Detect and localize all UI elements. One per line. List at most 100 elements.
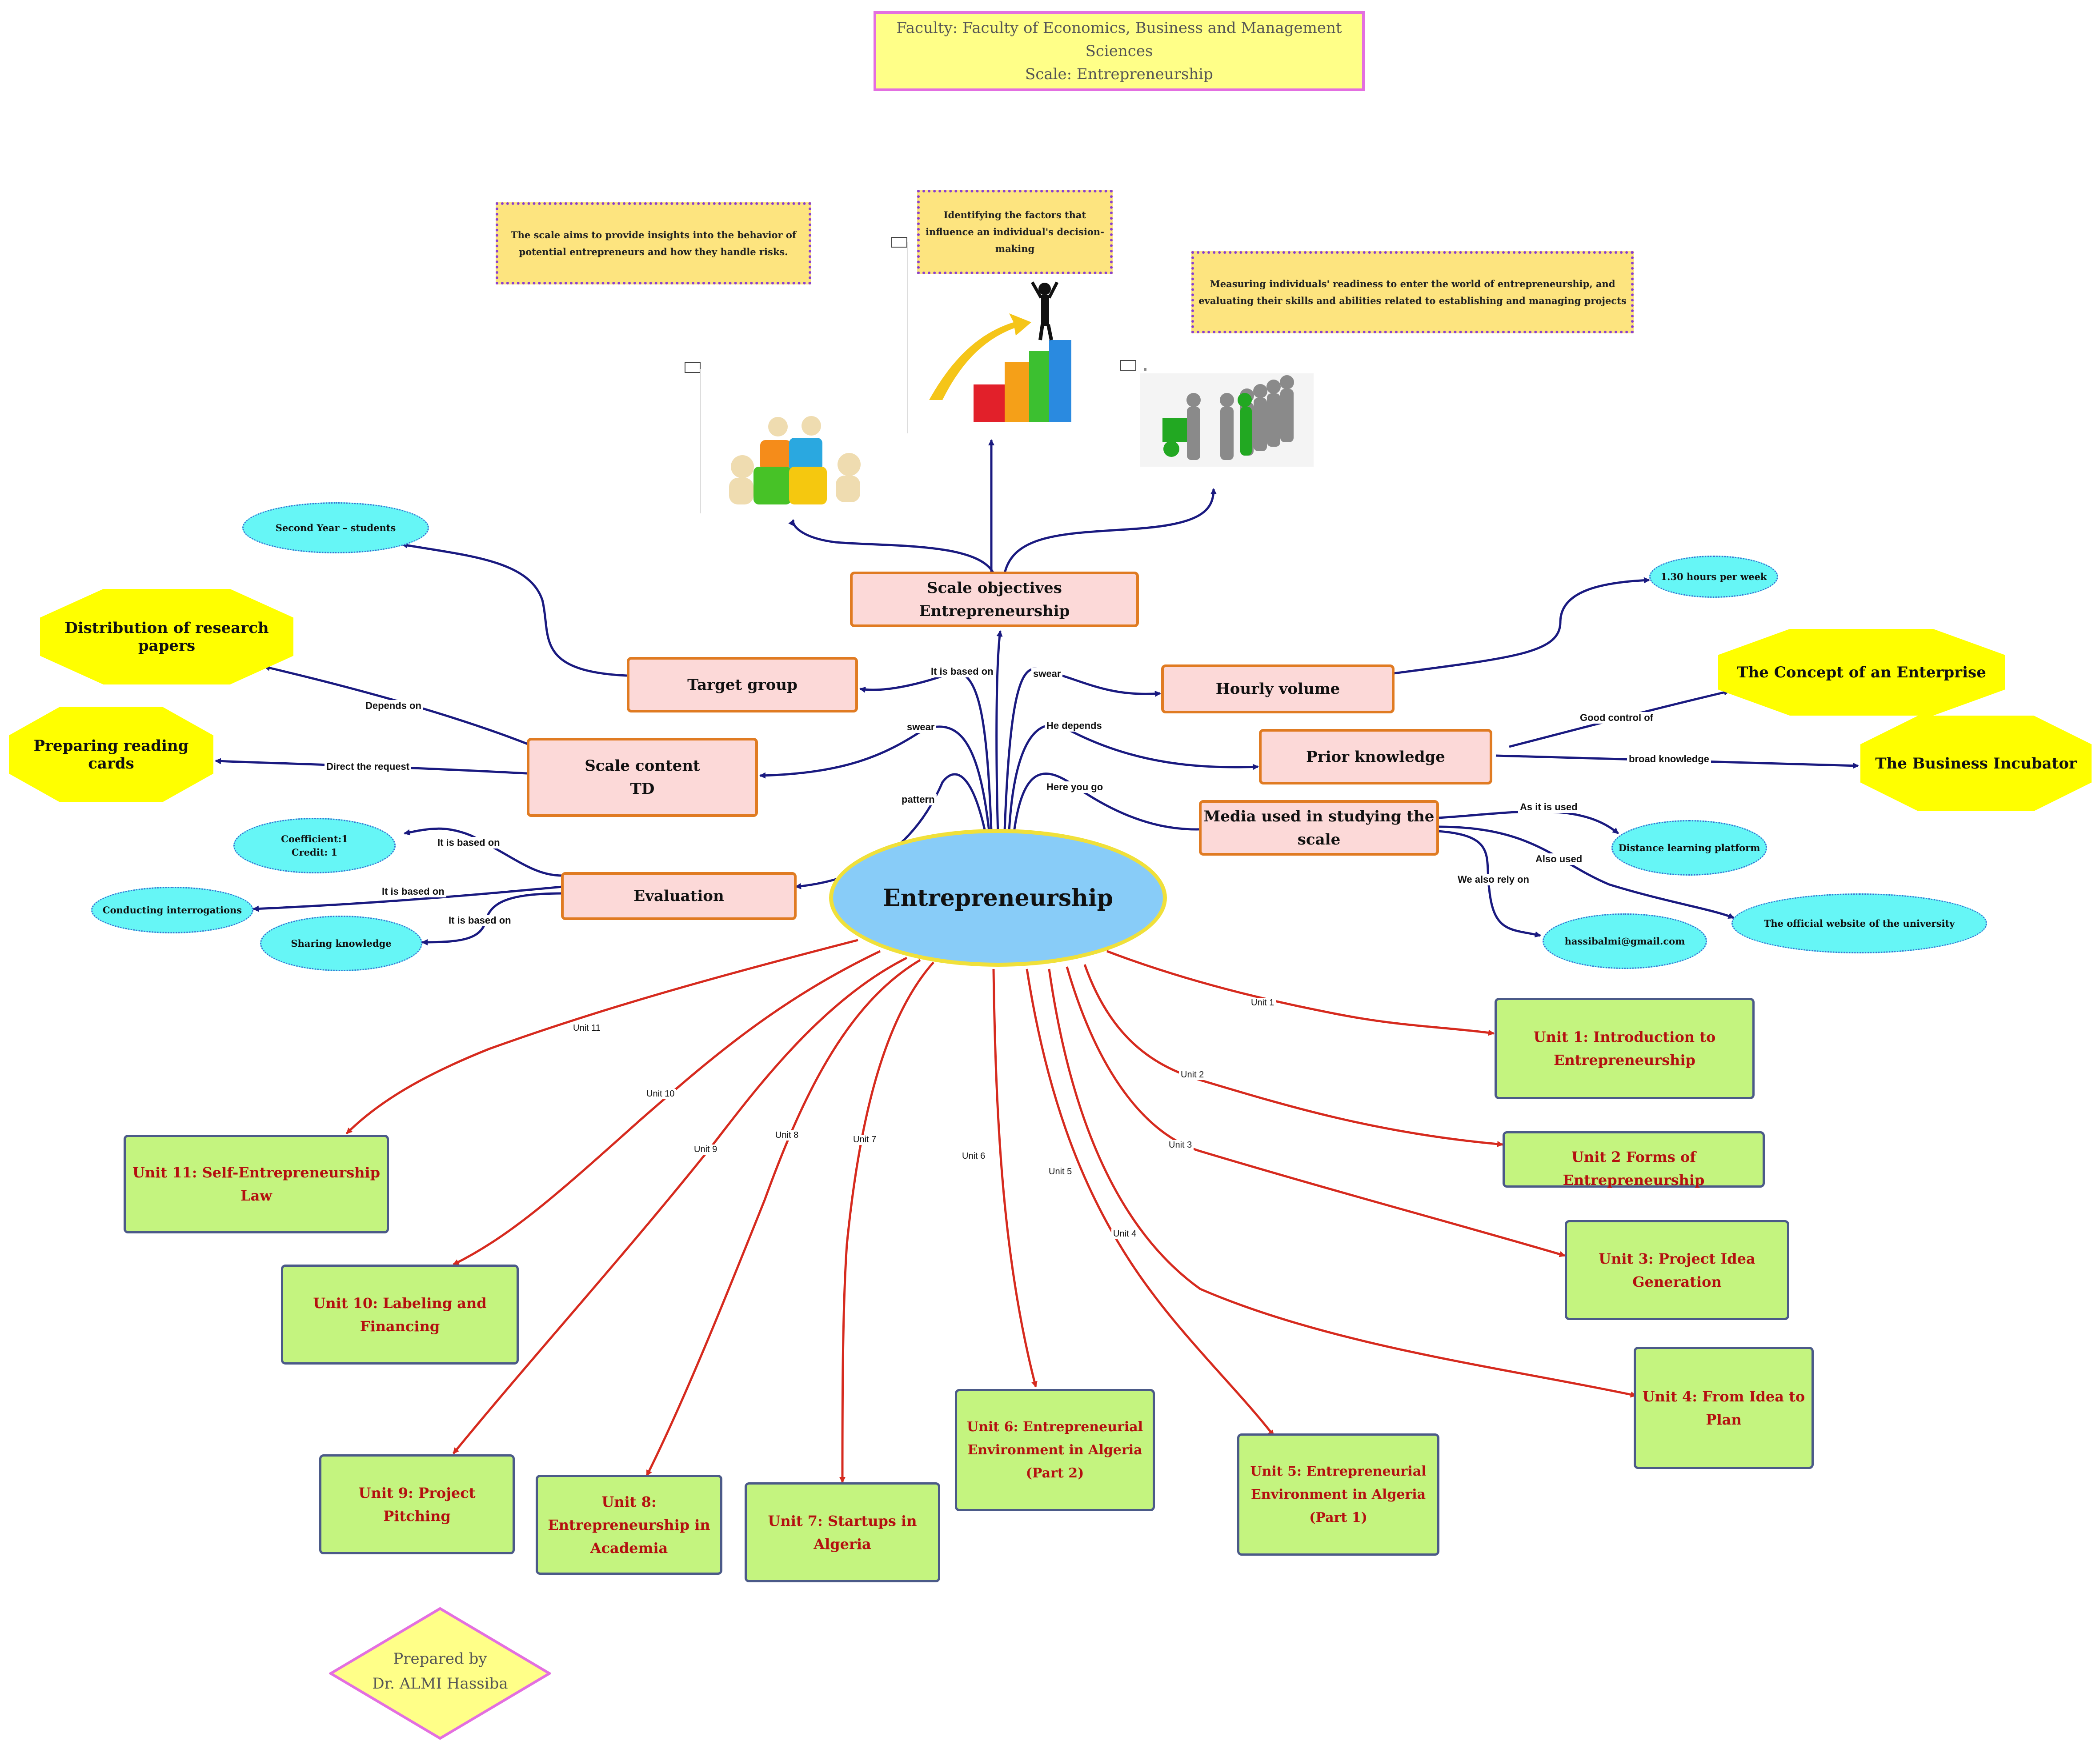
leaf-email-label: hassibalmi@gmail.com bbox=[1564, 935, 1685, 947]
note-readiness: Measuring individuals' readiness to ente… bbox=[1191, 251, 1634, 333]
leaf-reading-cards[interactable]: Preparing reading cards bbox=[9, 707, 213, 802]
image-placeholder-icon bbox=[685, 362, 701, 373]
note-aim: The scale aims to provide insights into … bbox=[496, 202, 811, 284]
branch-evaluation-label: Evaluation bbox=[633, 887, 724, 905]
leaf-distribution-label: Distribution of research papers bbox=[64, 619, 269, 655]
link-label-unit: Unit 4 bbox=[1111, 1229, 1138, 1239]
leaf-interrogations[interactable]: Conducting interrogations bbox=[91, 887, 253, 933]
unit-9-label: Unit 9: Project Pitching bbox=[358, 1484, 476, 1525]
unit-10-box[interactable]: Unit 10: Labeling and Financing bbox=[281, 1265, 519, 1365]
branch-media[interactable]: Media used in studying the scale bbox=[1199, 800, 1439, 856]
link-unit10 bbox=[453, 950, 881, 1266]
leaf-business-incubator-label: The Business Incubator bbox=[1875, 754, 2077, 772]
leaf-distribution[interactable]: Distribution of research papers bbox=[40, 589, 293, 684]
leaf-coefficient-credit[interactable]: Coefficient:1 Credit: 1 bbox=[233, 818, 396, 873]
unit-1-box[interactable]: Unit 1: Introduction to Entrepreneurship bbox=[1495, 998, 1755, 1099]
branch-objectives-label: Scale objectives Entrepreneurship bbox=[919, 579, 1070, 620]
prepared-by-diamond bbox=[329, 1607, 551, 1740]
divider bbox=[907, 242, 908, 433]
leaf-distance-platform[interactable]: Distance learning platform bbox=[1611, 820, 1767, 876]
growth-chart-icon bbox=[929, 281, 1071, 422]
unit-4-box[interactable]: Unit 4: From Idea to Plan bbox=[1634, 1347, 1814, 1469]
link-label: He depends bbox=[1045, 720, 1104, 732]
image-placeholder-icon bbox=[891, 237, 907, 248]
link-unit8 bbox=[645, 959, 921, 1477]
author-name: Dr. ALMI Hassiba bbox=[372, 1675, 508, 1693]
unit-2-box[interactable]: Unit 2 Forms of Entrepreneurship bbox=[1503, 1131, 1765, 1189]
branch-scale-content-label: Scale content bbox=[585, 757, 700, 775]
leaf-credit-label: Credit: 1 bbox=[291, 846, 338, 858]
link-label-unit: Unit 7 bbox=[851, 1135, 878, 1145]
branch-scale-content[interactable]: Scale content TD bbox=[527, 738, 758, 817]
link-label: Direct the request bbox=[325, 761, 412, 772]
branch-objectives[interactable]: Scale objectives Entrepreneurship bbox=[850, 572, 1139, 627]
unit-9-box[interactable]: Unit 9: Project Pitching bbox=[319, 1454, 515, 1554]
prepared-by-text: Prepared by Dr. ALMI Hassiba bbox=[351, 1640, 529, 1702]
branch-target-group-label: Target group bbox=[687, 676, 798, 694]
unit-3-label: Unit 3: Project Idea Generation bbox=[1599, 1250, 1755, 1290]
leaf-hours[interactable]: 1.30 hours per week bbox=[1649, 556, 1778, 598]
scale-title: Scale: Entrepreneurship bbox=[1025, 65, 1213, 83]
link-label: pattern bbox=[900, 794, 937, 805]
unit-2-label: Unit 2 Forms of Entrepreneurship bbox=[1563, 1148, 1705, 1189]
unit-4-label: Unit 4: From Idea to Plan bbox=[1642, 1388, 1805, 1428]
handshake-team-icon bbox=[1140, 373, 1314, 467]
link-label: swear bbox=[1031, 668, 1063, 680]
unit-5-box[interactable]: Unit 5: Entrepreneurial Environment in A… bbox=[1237, 1433, 1439, 1556]
leaf-coefficient-label: Coefficient:1 bbox=[281, 833, 348, 844]
puzzle-team-icon bbox=[729, 416, 861, 504]
leaf-email[interactable]: hassibalmi@gmail.com bbox=[1543, 913, 1707, 969]
leaf-sharing-label: Sharing knowledge bbox=[291, 937, 392, 949]
link-label: It is based on bbox=[436, 837, 502, 848]
link-objectives-pic3 bbox=[1003, 488, 1217, 574]
leaf-concept-enterprise-label: The Concept of an Enterprise bbox=[1737, 663, 1986, 681]
link-label: swear bbox=[905, 721, 937, 733]
unit-8-box[interactable]: Unit 8: Entrepreneurship in Academia bbox=[536, 1475, 722, 1575]
link-center-objectives bbox=[995, 630, 1003, 836]
branch-evaluation[interactable]: Evaluation bbox=[561, 872, 797, 920]
link-eval-interrogations bbox=[252, 885, 563, 912]
unit-6-box[interactable]: Unit 6: Entrepreneurial Environment in A… bbox=[955, 1389, 1155, 1511]
link-label: Good control of bbox=[1578, 712, 1655, 724]
link-label-unit: Unit 3 bbox=[1167, 1140, 1194, 1150]
link-label: It is based on bbox=[929, 666, 995, 677]
link-label-unit: Unit 2 bbox=[1179, 1070, 1206, 1080]
link-media-email bbox=[1438, 830, 1541, 938]
link-objectives-pic1 bbox=[788, 519, 995, 574]
link-label-unit: Unit 9 bbox=[692, 1145, 719, 1155]
link-center-content bbox=[759, 725, 990, 832]
leaf-distance-platform-label: Distance learning platform bbox=[1618, 842, 1760, 853]
faculty-title: Faculty: Faculty of Economics, Business … bbox=[896, 19, 1342, 60]
link-unit3 bbox=[1066, 966, 1566, 1257]
branch-prior-knowledge[interactable]: Prior knowledge bbox=[1259, 729, 1492, 784]
decoration-dot bbox=[1144, 368, 1146, 371]
link-label: Depends on bbox=[364, 700, 423, 712]
unit-7-box[interactable]: Unit 7: Startups in Algeria bbox=[745, 1482, 940, 1582]
leaf-concept-enterprise[interactable]: The Concept of an Enterprise bbox=[1718, 629, 2005, 716]
unit-11-box[interactable]: Unit 11: Self-Entrepreneurship Law bbox=[124, 1135, 389, 1233]
branch-media-label: Media used in studying the scale bbox=[1203, 807, 1435, 848]
link-label: It is based on bbox=[380, 886, 446, 897]
unit-11-label: Unit 11: Self-Entrepreneurship Law bbox=[132, 1164, 381, 1204]
unit-3-box[interactable]: Unit 3: Project Idea Generation bbox=[1565, 1220, 1789, 1320]
branch-target-group[interactable]: Target group bbox=[627, 657, 858, 712]
link-media-distance bbox=[1438, 810, 1619, 834]
leaf-second-year[interactable]: Second Year – students bbox=[242, 502, 429, 553]
central-topic[interactable]: Entrepreneurship bbox=[829, 829, 1167, 967]
leaf-business-incubator[interactable]: The Business Incubator bbox=[1860, 716, 2092, 811]
branch-scale-content-td: TD bbox=[630, 780, 655, 798]
link-unit7 bbox=[839, 961, 934, 1483]
note-aim-text: The scale aims to provide insights into … bbox=[511, 229, 796, 257]
link-unit2 bbox=[1083, 964, 1503, 1147]
link-label: Also used bbox=[1534, 853, 1584, 865]
leaf-university-site[interactable]: The official website of the university bbox=[1731, 893, 1987, 953]
leaf-second-year-label: Second Year – students bbox=[275, 522, 396, 533]
link-label-unit: Unit 10 bbox=[645, 1089, 677, 1099]
central-topic-label: Entrepreneurship bbox=[882, 884, 1114, 912]
branch-hourly-volume[interactable]: Hourly volume bbox=[1161, 664, 1395, 713]
note-readiness-text: Measuring individuals' readiness to ente… bbox=[1198, 278, 1627, 306]
branch-prior-knowledge-label: Prior knowledge bbox=[1306, 748, 1445, 766]
link-center-media bbox=[1012, 772, 1210, 836]
leaf-sharing[interactable]: Sharing knowledge bbox=[260, 916, 422, 971]
link-unit6 bbox=[992, 969, 1038, 1388]
